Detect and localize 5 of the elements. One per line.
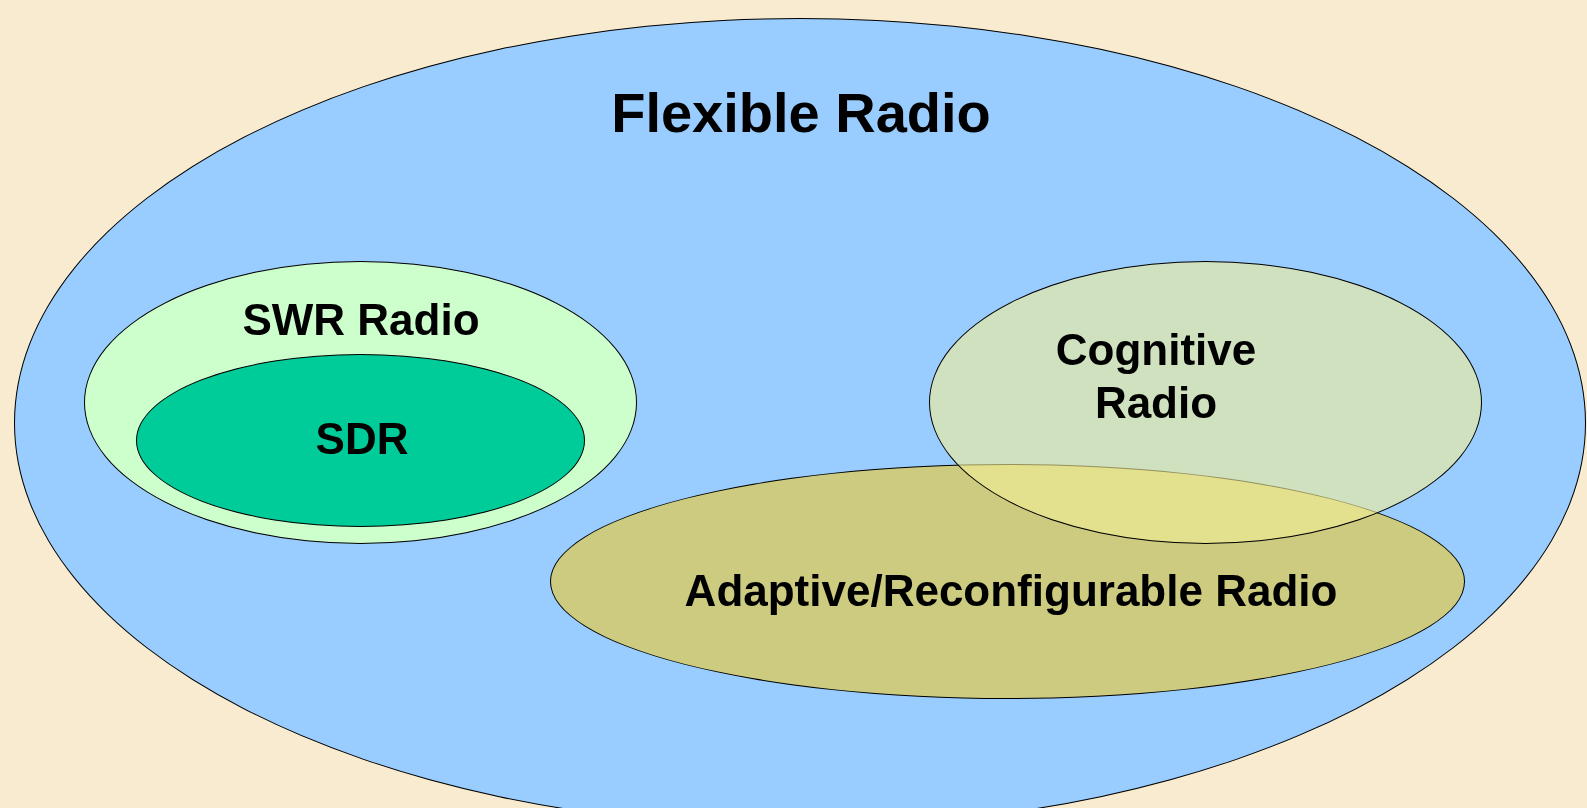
set-label: Flexible Radio	[610, 80, 992, 146]
set-label: SDR	[314, 413, 410, 465]
set-label: Adaptive/Reconfigurable Radio	[683, 565, 1339, 617]
set-label: SWR Radio	[241, 294, 481, 346]
set-label: Cognitive Radio	[1054, 324, 1258, 429]
